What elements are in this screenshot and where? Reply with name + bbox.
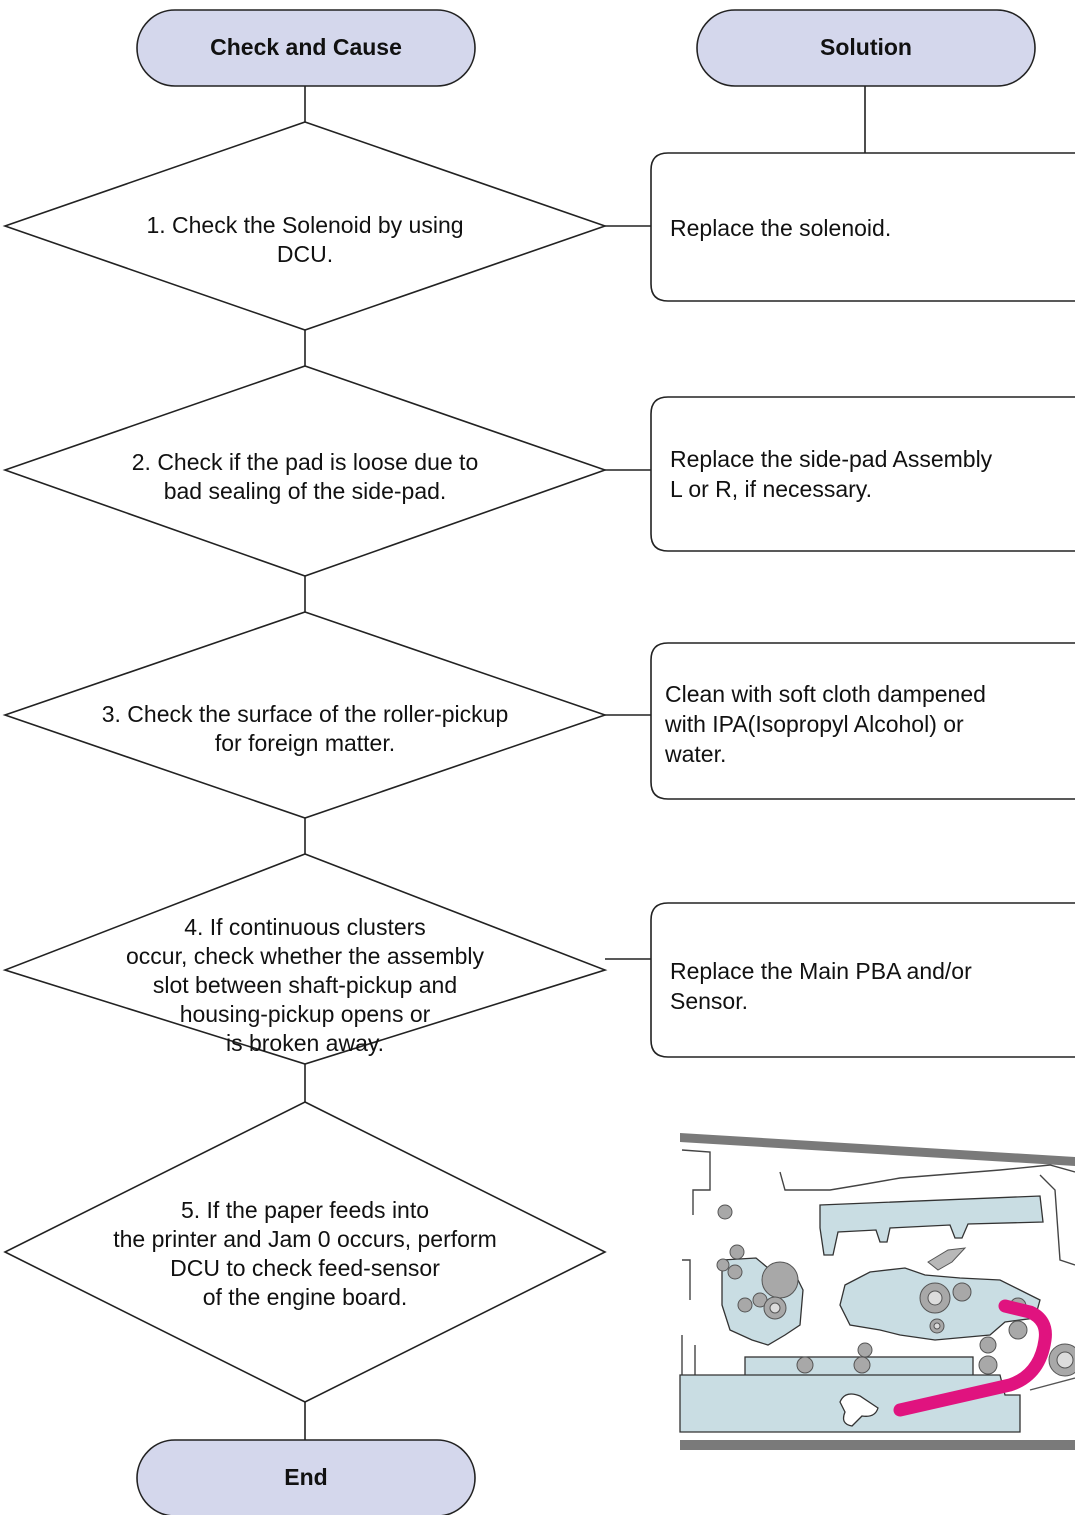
solution-box-3 <box>650 642 1075 800</box>
pickup-roller <box>761 1261 799 1299</box>
solution-box-1 <box>650 152 1075 302</box>
check-header-terminator <box>136 9 476 87</box>
check-step-4: 4. If continuous clusters occur, check w… <box>126 914 484 1056</box>
solution-header-terminator <box>696 9 1036 87</box>
check-step-5: 5. If the paper feeds into the printer a… <box>113 1197 497 1310</box>
printer-feed-illustration <box>679 1133 1075 1460</box>
solution-step-2: Replace the side-pad Assembly L or R, if… <box>670 446 993 502</box>
upper-guide <box>819 1195 1044 1256</box>
solution-step-3: Clean with soft cloth dampened with IPA(… <box>665 681 986 767</box>
printer-top-frame <box>680 1133 1075 1166</box>
check-and-cause-header: Check and Cause <box>210 34 402 60</box>
connectors <box>304 86 866 1440</box>
solution-step-4: Replace the Main PBA and/or Sensor. <box>670 958 972 1014</box>
paper-path <box>893 1299 1052 1417</box>
check-step-1: 1. Check the Solenoid by using DCU. <box>146 212 464 267</box>
tray-latch <box>839 1393 879 1427</box>
decision-diamond-2 <box>2 365 608 577</box>
solution-box-4 <box>650 902 1075 1058</box>
check-step-3: 3. Check the surface of the roller-picku… <box>101 701 509 756</box>
check-step-2: 2. Check if the pad is loose due to bad … <box>131 449 479 504</box>
rollers <box>716 1204 1075 1377</box>
decision-diamond-4 <box>2 853 608 1065</box>
decision-diamond-3 <box>2 611 608 819</box>
decision-diamond-1 <box>2 121 608 331</box>
solution-box-2 <box>650 396 1075 552</box>
end-label: End <box>284 1464 328 1490</box>
actuator-lever <box>927 1247 967 1271</box>
solution-step-1: Replace the solenoid. <box>670 215 892 241</box>
end-terminator <box>136 1439 476 1515</box>
printer-bottom-frame <box>680 1440 1075 1450</box>
decision-diamond-5 <box>3 1101 607 1403</box>
solution-header: Solution <box>820 34 912 60</box>
